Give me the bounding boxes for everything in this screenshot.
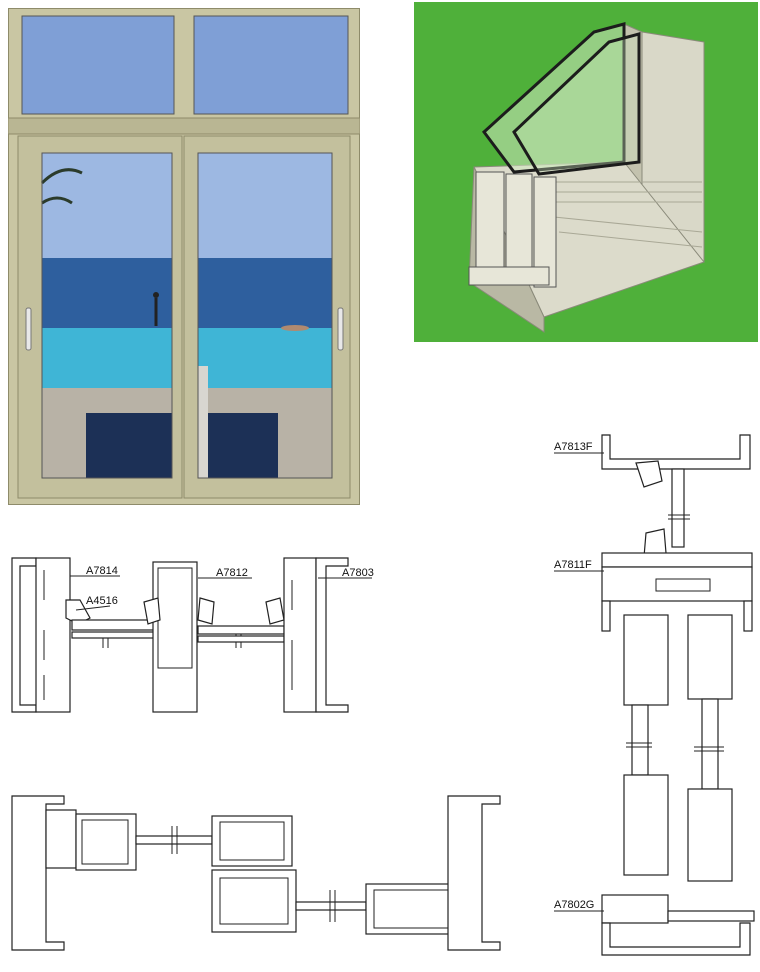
product-photo xyxy=(8,8,360,505)
left-handle xyxy=(25,307,32,351)
profile-render xyxy=(414,2,758,342)
horizontal-section-svg: A7814 A4516 A7812 A7803 xyxy=(11,557,374,713)
vertical-section-drawing: A7813F A7811F A7802G xyxy=(540,425,760,965)
horizontal-section-drawing: A7814 A4516 A7812 A7803 xyxy=(8,540,378,720)
label-a7812: A7812 xyxy=(216,567,248,579)
frame-profile-render-illustration xyxy=(414,2,758,342)
label-a7811f: A7811F xyxy=(554,559,592,571)
left-glass-scene xyxy=(40,152,173,479)
transom-glass-left xyxy=(21,15,175,115)
right-handle xyxy=(337,307,344,351)
sliding-section-drawing xyxy=(8,790,508,960)
label-a7803: A7803 xyxy=(342,567,374,579)
label-a7813f: A7813F xyxy=(554,441,593,453)
label-a7814: A7814 xyxy=(86,565,118,577)
vertical-section-svg: A7813F A7811F A7802G xyxy=(554,434,755,956)
transom-glass-right xyxy=(193,15,349,115)
right-glass-scene xyxy=(197,152,333,479)
sliding-section-svg xyxy=(11,795,501,951)
label-a4516: A4516 xyxy=(86,595,118,607)
sliding-window-illustration xyxy=(8,8,360,505)
label-a7802g: A7802G xyxy=(554,899,594,911)
